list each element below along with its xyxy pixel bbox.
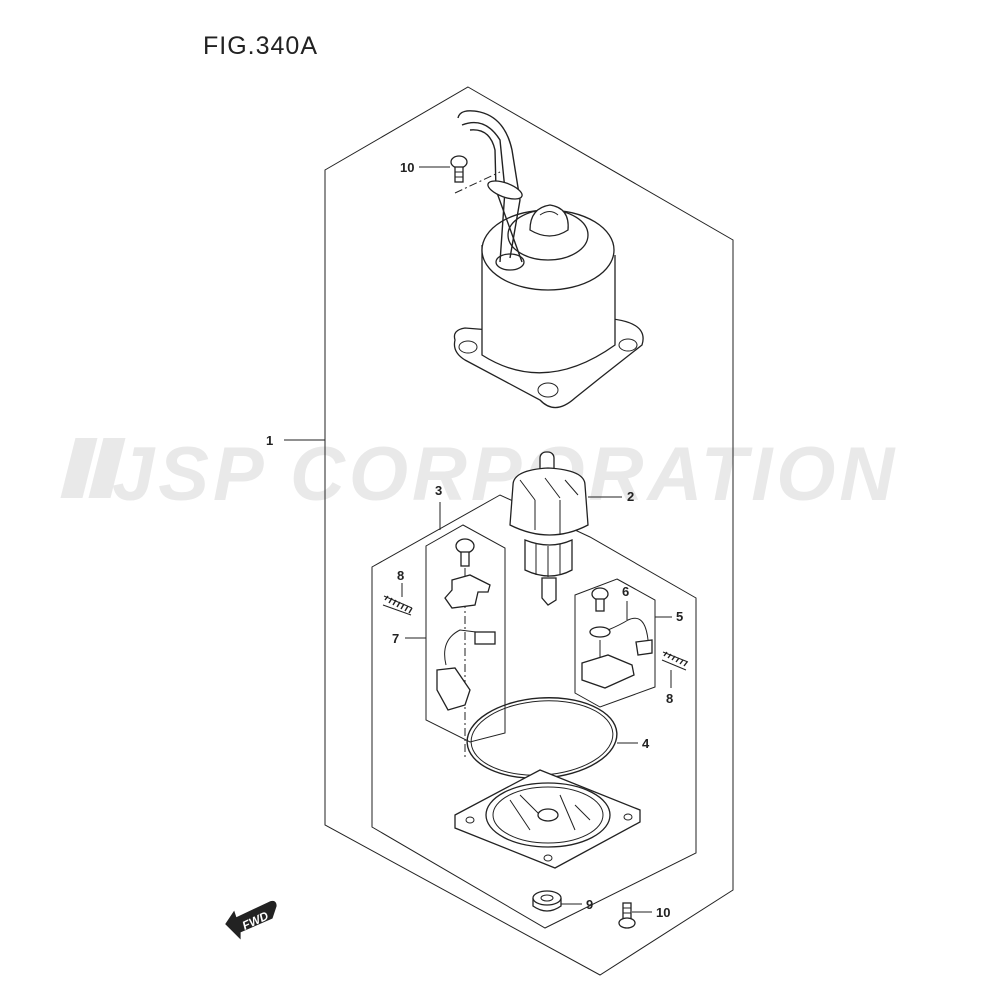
grommet-9[interactable]	[532, 890, 562, 912]
assembly-boundary-3	[371, 494, 697, 929]
brush-set-right-5[interactable]	[581, 587, 653, 689]
assembly-boundary-7	[425, 524, 506, 743]
fwd-label: FWD	[240, 908, 271, 932]
callout-4[interactable]: 4	[642, 736, 650, 751]
screw-top-10[interactable]	[450, 155, 468, 183]
callout-2[interactable]: 2	[627, 489, 634, 504]
o-ring-4[interactable]	[464, 693, 619, 783]
armature[interactable]	[509, 451, 589, 606]
brush-set-left-7[interactable]	[436, 538, 496, 760]
callout-1[interactable]: 1	[266, 433, 273, 448]
callout-5[interactable]: 5	[676, 609, 683, 624]
watermark: JSP CORPORATION	[60, 432, 898, 517]
callout-8-left[interactable]: 8	[397, 568, 404, 583]
watermark-text: JSP CORPORATION	[112, 432, 898, 517]
callout-10-bottom[interactable]: 10	[656, 905, 670, 920]
callouts: 1 2 3 4 5 6 7 8 8 9 10 10	[266, 160, 683, 920]
assembly-boundary-1	[324, 86, 734, 976]
end-cap-base	[454, 769, 641, 869]
callout-7[interactable]: 7	[392, 631, 399, 646]
assembly-boundary-5	[574, 578, 656, 708]
figure-title: FIG.340A	[203, 32, 318, 60]
callout-9[interactable]: 9	[586, 897, 593, 912]
screw-bottom-10[interactable]	[618, 902, 636, 929]
fwd-direction-arrow: FWD	[225, 900, 277, 940]
callout-8-right[interactable]: 8	[666, 691, 673, 706]
callout-10-top[interactable]: 10	[400, 160, 414, 175]
motor-housing	[453, 204, 644, 409]
brush-spring-left-8[interactable]	[382, 595, 413, 616]
brush-spring-right-8[interactable]	[661, 651, 689, 671]
callout-6[interactable]: 6	[622, 584, 629, 599]
callout-3[interactable]: 3	[435, 483, 442, 498]
motor-wire-harness	[454, 110, 523, 263]
